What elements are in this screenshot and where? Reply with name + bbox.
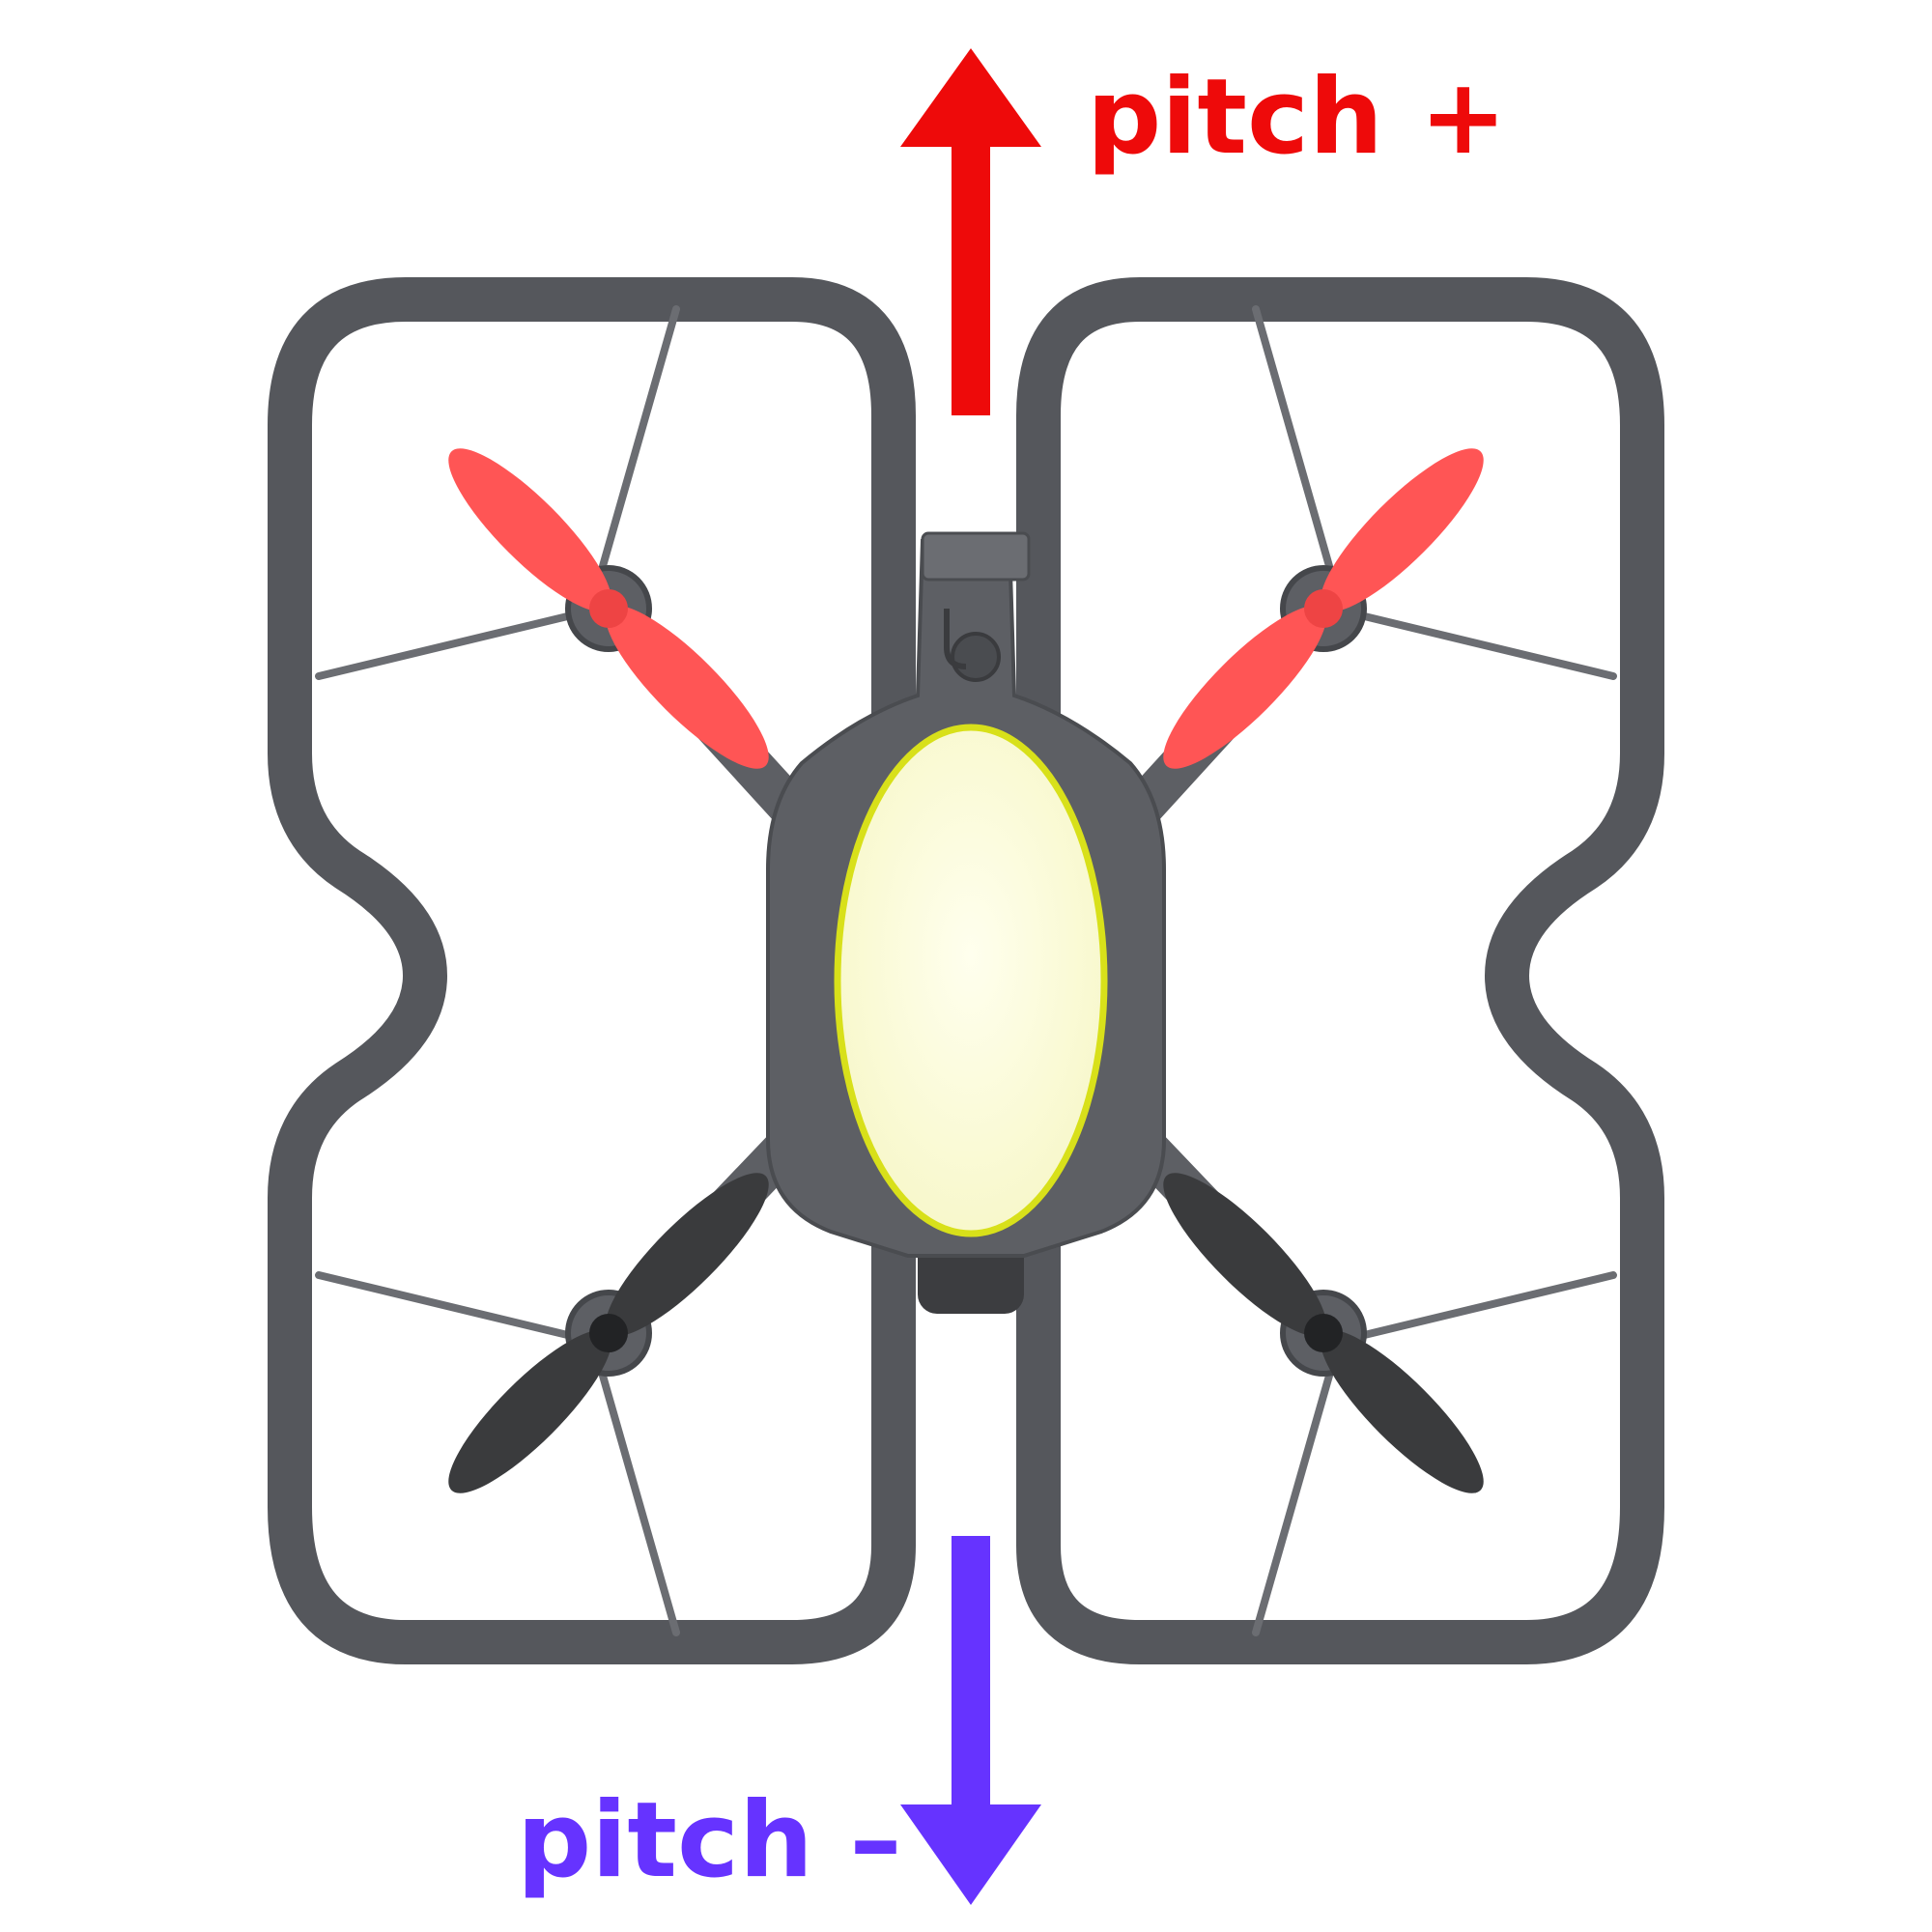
pitch-plus-arrow bbox=[900, 48, 1041, 415]
arrow-up-icon bbox=[952, 135, 990, 415]
pitch-plus-label: pitch + bbox=[1087, 57, 1507, 178]
propeller-front-left bbox=[448, 448, 769, 769]
pitch-minus-label: pitch – bbox=[517, 1780, 901, 1901]
propeller-rear-right bbox=[1163, 1173, 1484, 1493]
drone-body bbox=[766, 531, 1166, 1314]
propellers bbox=[448, 448, 1484, 1493]
arrow-down-head bbox=[900, 1804, 1041, 1905]
camera-icon bbox=[951, 632, 1001, 682]
propeller-rear-left bbox=[448, 1173, 769, 1493]
right-prop-guard bbox=[1016, 277, 1664, 1664]
arrow-up-head bbox=[900, 48, 1041, 147]
propeller-front-right bbox=[1163, 448, 1484, 769]
guard-spokes bbox=[315, 305, 1617, 1636]
arrow-down-icon bbox=[952, 1536, 990, 1816]
left-prop-guard bbox=[268, 277, 916, 1664]
body-nose bbox=[921, 531, 1031, 582]
canopy bbox=[834, 724, 1108, 1237]
pitch-minus-arrow bbox=[900, 1536, 1041, 1905]
drone-frame bbox=[268, 277, 1664, 1664]
u-mark bbox=[944, 609, 967, 669]
